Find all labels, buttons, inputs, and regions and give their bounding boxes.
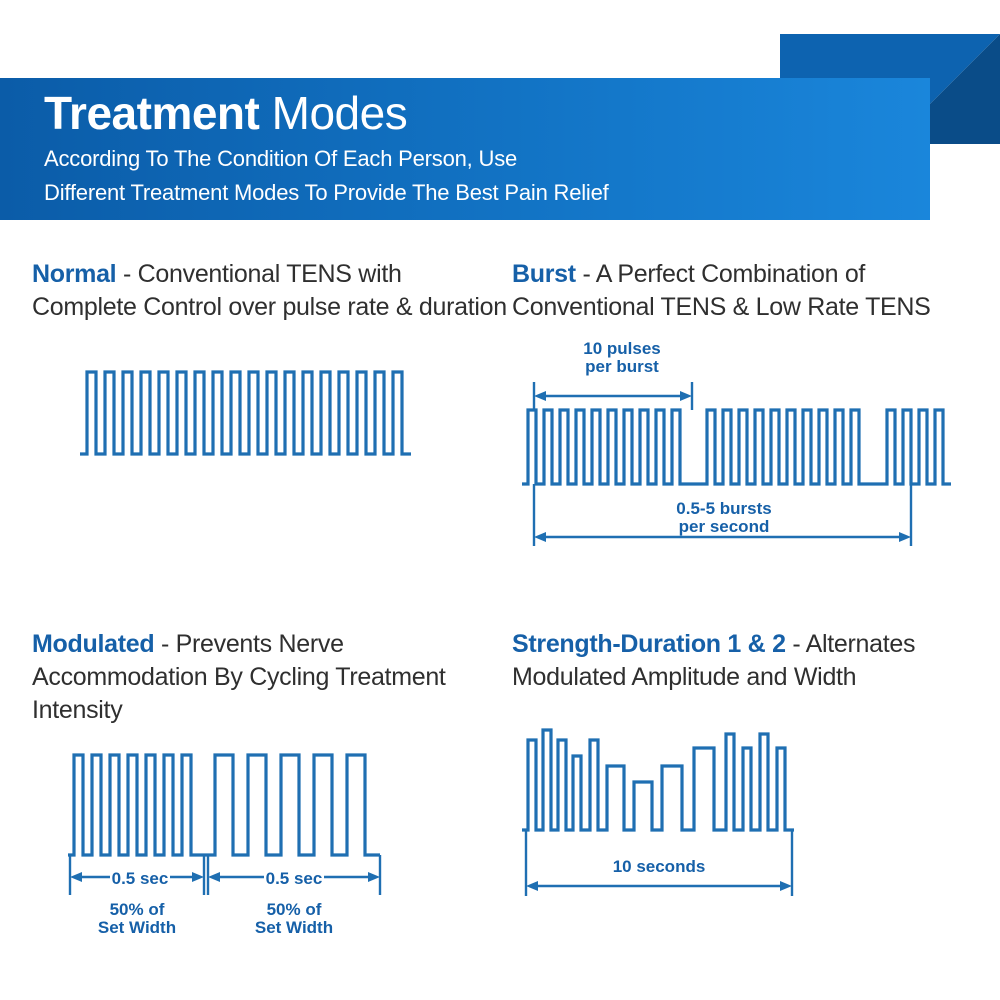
mode-modulated-desc-text: - Prevents Nerve Accommodation By Cyclin… <box>32 630 446 724</box>
burst-bottom-label-line2: per second <box>679 517 770 536</box>
page-subtitle-line1: According To The Condition Of Each Perso… <box>44 146 518 171</box>
modulated-left-label-line2: Set Width <box>98 918 176 937</box>
mode-normal-waveform-box <box>32 334 512 464</box>
burst-top-label-line2: per burst <box>585 357 659 376</box>
modulated-left-label-line1: 50% of <box>110 900 165 919</box>
burst-top-measure-arrow <box>532 382 694 410</box>
mode-card-normal: Normal - Conventional TENS with Complete… <box>32 258 512 464</box>
mode-modulated-waveform-box: 0.5 sec 0.5 sec 50% of Set Width 50% of … <box>32 737 512 967</box>
burst-bottom-label-line1: 0.5-5 bursts <box>676 499 771 518</box>
modulated-right-top-label: 0.5 sec <box>266 869 323 888</box>
waveform-strength-duration: 10 seconds <box>522 728 794 896</box>
page-subtitle-line2: Different Treatment Modes To Provide The… <box>44 180 609 205</box>
modulated-left-top-label: 0.5 sec <box>112 869 169 888</box>
waveform-normal <box>80 370 411 456</box>
mode-card-burst: Burst - A Perfect Combination of Convent… <box>512 258 992 574</box>
waveform-modulated: 0.5 sec 0.5 sec 50% of Set Width 50% of … <box>68 753 382 937</box>
modes-grid: Normal - Conventional TENS with Complete… <box>0 258 1000 998</box>
mode-strength-duration-desc-text: - Alternates Modulated Amplitude and Wid… <box>512 630 916 691</box>
banner-background <box>0 78 930 220</box>
burst-bottom-measure-arrow <box>532 484 913 546</box>
mode-card-strength-duration: Strength-Duration 1 & 2 - Alternates Mod… <box>512 628 992 934</box>
page-header-banner: Treatment Modes According To The Conditi… <box>0 34 1000 234</box>
mode-normal-description: Normal - Conventional TENS with Complete… <box>32 258 512 324</box>
mode-card-modulated: Modulated - Prevents Nerve Accommodation… <box>32 628 512 967</box>
page-title: Treatment Modes <box>44 86 914 140</box>
page-title-bold: Treatment <box>44 87 260 139</box>
banner-text-block: Treatment Modes According To The Conditi… <box>44 86 914 208</box>
mode-strength-duration-waveform-box: 10 seconds <box>512 704 992 934</box>
mode-burst-desc-text: - A Perfect Combination of Conventional … <box>512 260 931 321</box>
mode-strength-duration-name: Strength-Duration 1 & 2 <box>512 630 786 658</box>
page-title-light: Modes <box>271 87 408 139</box>
modulated-right-label-line1: 50% of <box>267 900 322 919</box>
strength-duration-measure-arrow <box>524 830 794 896</box>
mode-burst-waveform-box: 10 pulses per burst <box>512 334 992 574</box>
mode-modulated-description: Modulated - Prevents Nerve Accommodation… <box>32 628 512 727</box>
mode-burst-name: Burst <box>512 260 576 288</box>
modulated-right-label-line2: Set Width <box>255 918 333 937</box>
mode-strength-duration-description: Strength-Duration 1 & 2 - Alternates Mod… <box>512 628 992 694</box>
mode-normal-name: Normal <box>32 260 117 288</box>
mode-modulated-name: Modulated <box>32 630 155 658</box>
waveform-burst: 10 pulses per burst <box>522 339 951 546</box>
mode-burst-description: Burst - A Perfect Combination of Convent… <box>512 258 992 324</box>
strength-duration-bottom-label: 10 seconds <box>613 857 706 876</box>
burst-top-label-line1: 10 pulses <box>583 339 661 358</box>
mode-normal-desc-text: - Conventional TENS with Complete Contro… <box>32 260 507 321</box>
